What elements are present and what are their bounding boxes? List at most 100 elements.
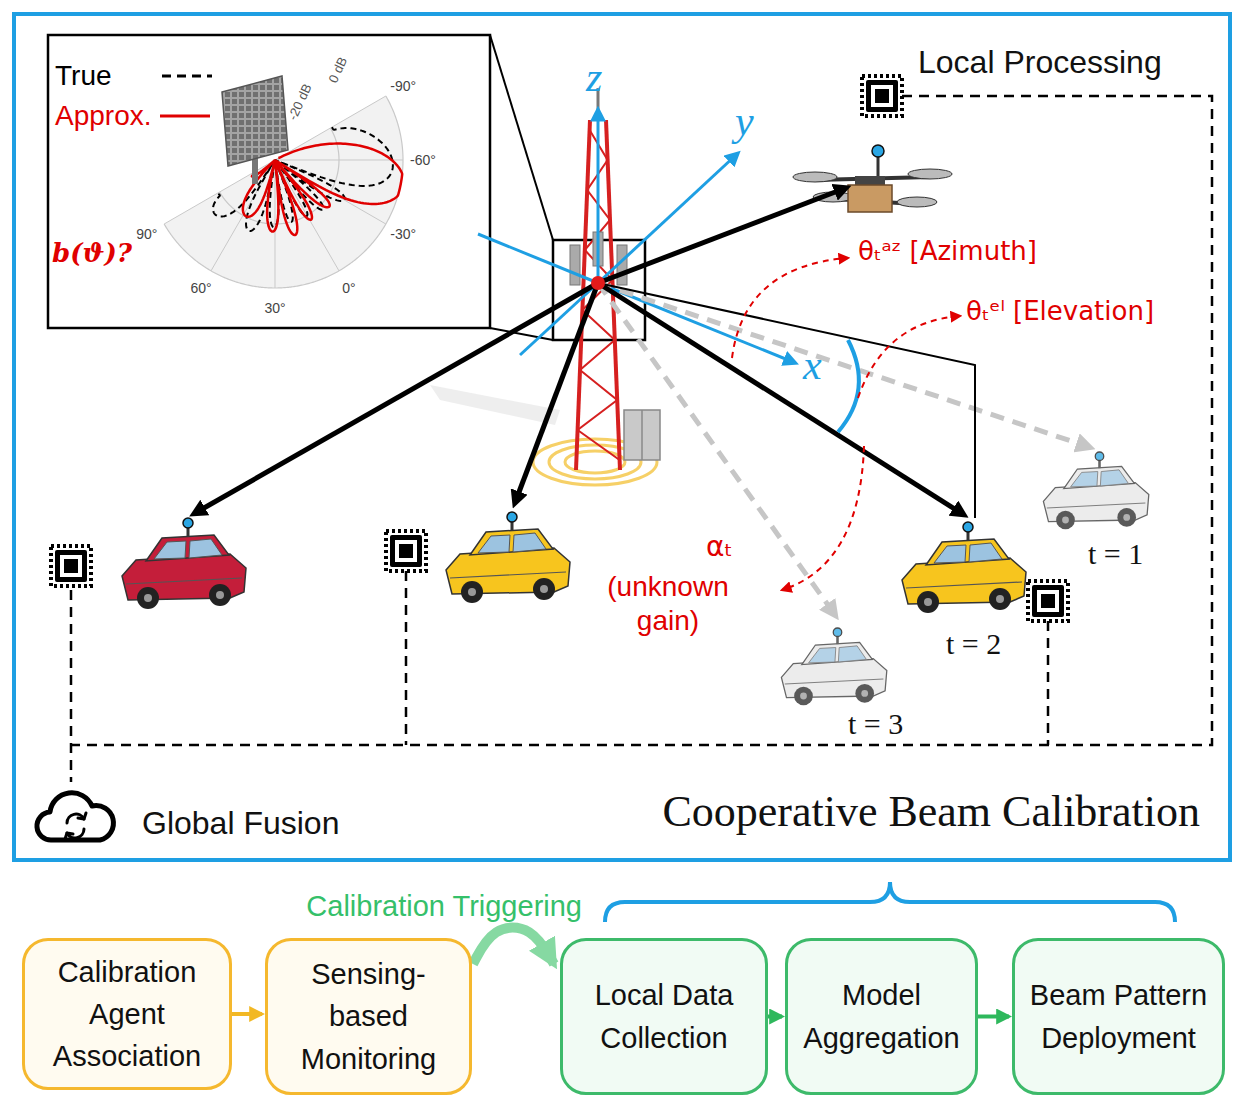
box-label: Local Data Collection [571,974,757,1058]
angle-tick: -90° [390,78,416,95]
db-scale: -20 dB [285,81,315,122]
polar-radial [211,160,275,271]
coordinate-axis [597,112,600,283]
angle-marker [838,340,859,432]
panel-title: Cooperative Beam Calibration [662,787,1200,838]
legend-text: True [55,60,112,92]
vehicle [446,512,570,603]
inset-frame [490,35,553,240]
cloud-icon [37,793,113,840]
drone [848,185,892,212]
beam-link [598,189,843,283]
angle-marker [782,446,864,590]
antenna-panel [222,76,288,166]
polar-radial [275,160,403,161]
inset-frame [48,35,645,340]
box-label: Model Aggregation [796,974,967,1058]
equipment-cabinet [624,410,660,460]
inset-frame [48,35,490,328]
angle-tick: -30° [390,226,416,243]
legend: TrueApprox. [55,56,212,136]
vehicle [781,628,886,705]
backhaul-link [71,96,1212,782]
backhaul-link [405,571,408,745]
cloud-icon [37,793,113,840]
process-box: Sensing-based Monitoring [265,938,472,1095]
coordinate-axis [598,155,736,283]
box-label: Sensing-based Monitoring [276,953,461,1079]
time-label: t = 1 [1088,536,1143,572]
antenna-origin [591,276,605,290]
process-box: Local Data Collection [560,938,768,1095]
agent-label: Local Processing [918,43,1162,81]
angle-marker [732,258,960,590]
legend-line [160,115,210,118]
group-bracket [605,882,1175,922]
cell-tower [570,88,627,470]
axis-label: z [586,52,602,102]
beam-link [516,283,598,500]
backhaul-link [1047,621,1050,745]
beam-link [598,283,975,518]
flow-arrow [232,1012,262,1016]
drone [897,197,937,207]
legend-sample [162,71,212,81]
processor-chip [386,531,426,571]
flow-arrow [978,1015,1009,1019]
flow-arrow [768,1015,782,1019]
ghost-tower [430,385,560,425]
legend-row: True [55,56,212,96]
antenna-panel [222,76,288,184]
process-box: Calibration Agent Association [22,938,232,1090]
polar-radial [164,160,275,224]
angle-label: θₜᵉˡ [Elevation] [966,296,1154,327]
db-scale: 0 dB [325,55,350,86]
cell-tower [570,245,580,285]
drone [872,145,884,157]
panel-frame: Cooperative Beam Calibration [12,12,1232,862]
time-label: t = 3 [848,706,903,742]
backhaul-link [71,96,1212,745]
angle-tick: 30° [264,300,285,317]
fusion-label: Global Fusion [142,804,339,842]
process-box: Model Aggregation [785,938,978,1095]
legend-line [162,75,212,78]
vehicle [1043,452,1148,529]
legend-text: Approx. [55,100,152,132]
angle-marker [732,258,848,358]
axis-label: x [803,340,822,390]
box-label: Calibration Agent Association [33,951,221,1077]
coverage-rings [565,451,625,473]
processor-chip [862,76,902,116]
edge-label: Calibration Triggering [306,889,582,924]
legend-row: Approx. [55,96,212,136]
process-box: Beam Pattern Deployment [1012,938,1225,1095]
angle-label: θₜᵃᶻ [Azimuth] [858,236,1037,267]
equipment-cabinet [641,410,643,460]
ghost-tower [430,385,560,425]
trajectory-arrow [598,283,1086,612]
angle-tick: 60° [190,280,211,297]
time-label: t = 2 [946,626,1001,662]
legend-sample [160,111,210,121]
angle-tick: -60° [410,152,436,169]
angle-marker [858,316,960,398]
coordinate-axis [478,234,598,283]
vehicle [902,522,1026,613]
beam-link [598,283,961,513]
cloud-icon [65,813,86,839]
vehicle [122,518,246,609]
flow-arrow [473,928,554,964]
axis-label: y [735,96,754,146]
processor-chip [1028,581,1068,621]
beam-link [197,283,598,512]
polar-radial [275,160,276,288]
processor-chip [51,546,91,586]
gain-symbol: αₜ [706,530,733,564]
angle-tick: 90° [136,226,157,243]
trajectory-arrow [598,283,833,612]
angle-tick: 0° [342,280,355,297]
pattern-symbol: b(ϑ)? [52,238,132,269]
drone [793,172,837,182]
